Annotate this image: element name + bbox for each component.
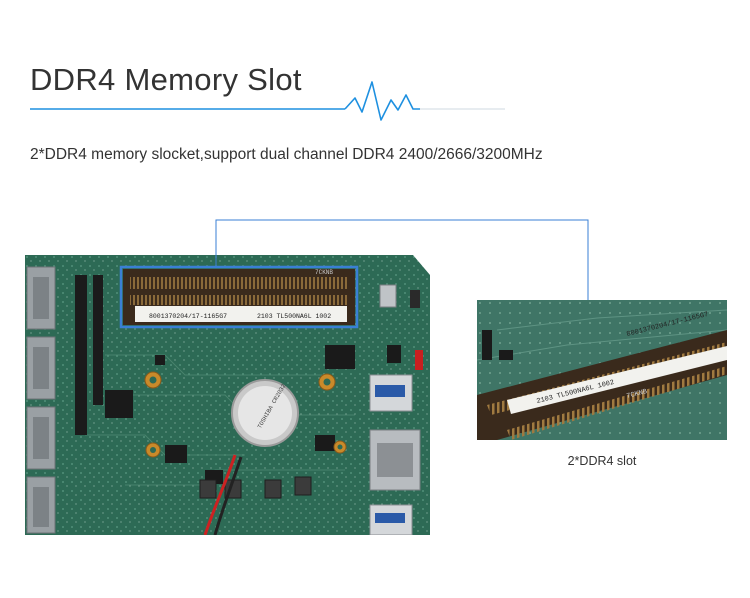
description-text: 2*DDR4 memory slocket,support dual chann… (30, 146, 543, 163)
page-title: DDR4 Memory Slot (30, 62, 302, 97)
sticker-right-text: 2103 TL500NA6L 1002 (257, 313, 331, 320)
slot-caption: 2*DDR4 slot (567, 454, 637, 468)
motherboard-photo: 8001370204/17-1165G7 2103 TL500NA6L 1002… (25, 255, 438, 535)
slot-closeup-photo: 2103 TL500NA6L 1002 8001370204/17-1165G7… (477, 300, 727, 440)
heartbeat-divider (30, 81, 505, 121)
sticker-left-text: 8001370204/17-1165G7 (149, 313, 227, 320)
slot-label-text: 7CKNB (315, 269, 333, 276)
